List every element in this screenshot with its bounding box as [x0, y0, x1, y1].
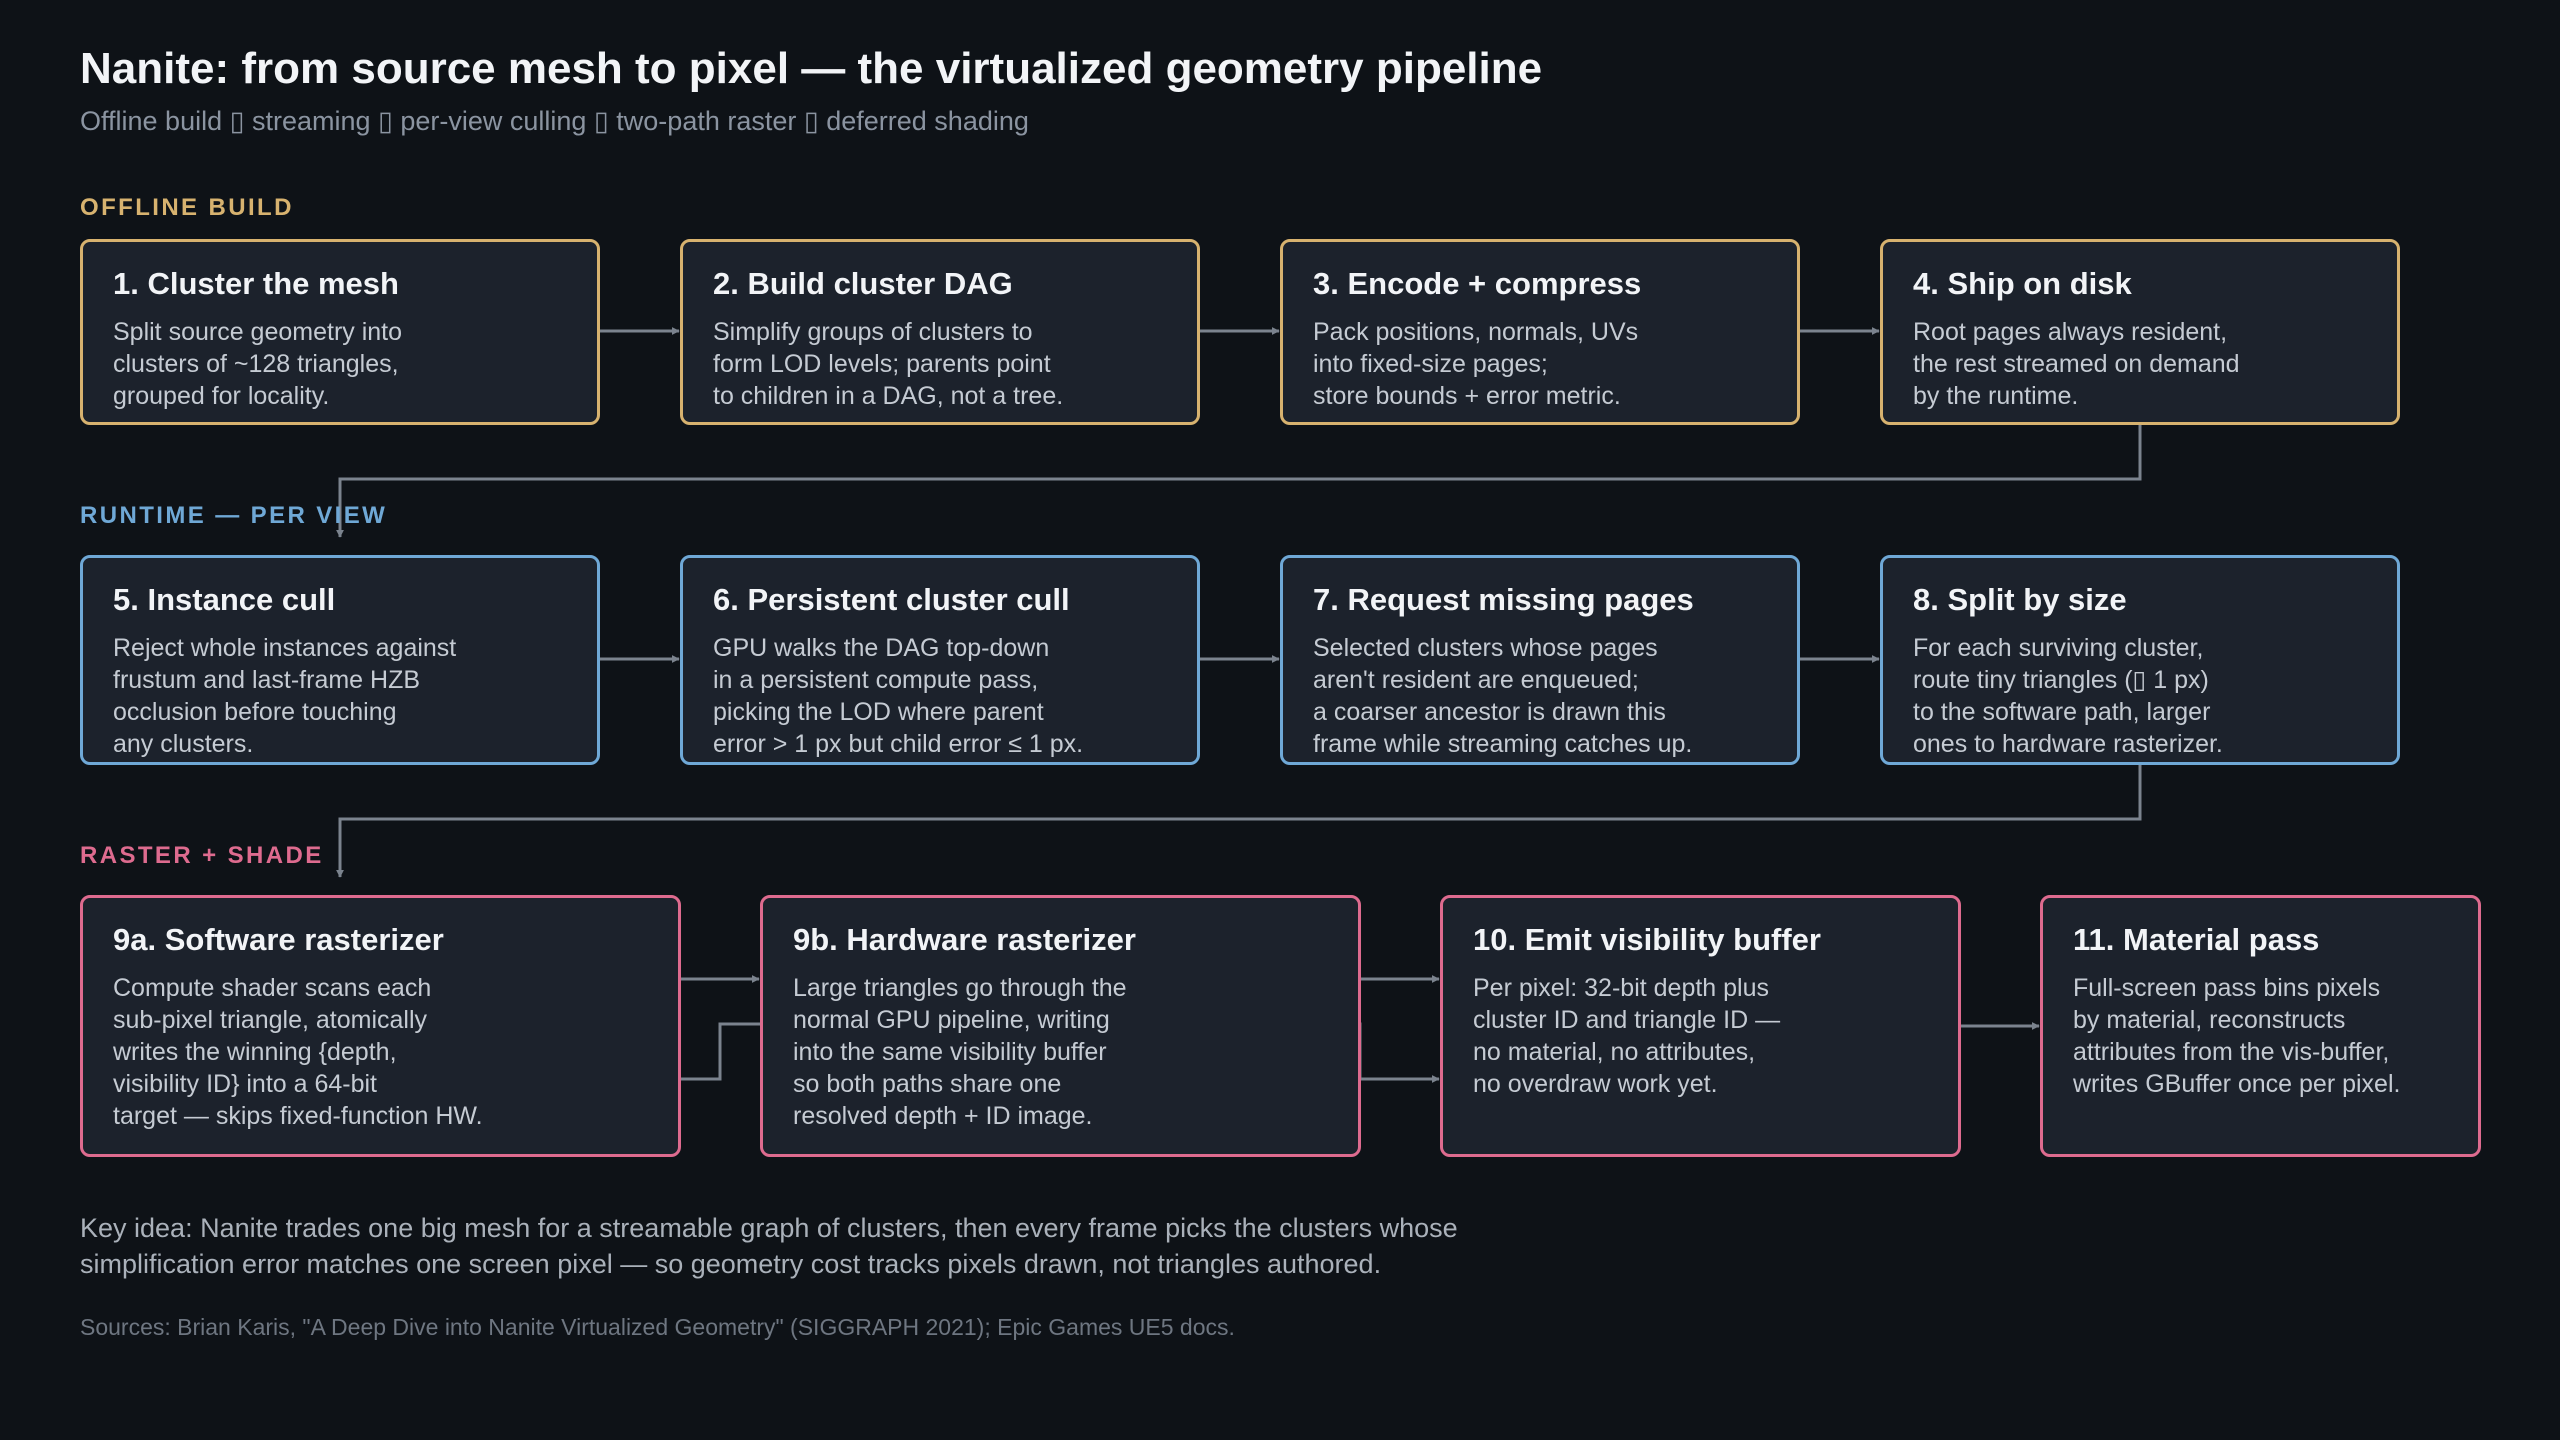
node-title: 7. Request missing pages — [1313, 582, 1694, 617]
node-title: 8. Split by size — [1913, 582, 2127, 617]
node-body: Reject whole instances against frustum a… — [113, 634, 457, 758]
node-request-missing-pages: 7. Request missing pages Selected cluste… — [1280, 555, 1800, 765]
node-title: 10. Emit visibility buffer — [1473, 922, 1821, 957]
node-persistent-cluster-cull: 6. Persistent cluster cull GPU walks the… — [680, 555, 1200, 765]
node-body: Pack positions, normals, UVs into fixed-… — [1313, 318, 1639, 410]
node-body: Split source geometry into clusters of ~… — [113, 318, 403, 410]
node-title: 6. Persistent cluster cull — [713, 582, 1070, 617]
node-emit-visibility-buffer: 10. Emit visibility buffer Per pixel: 32… — [1440, 895, 1961, 1157]
node-body: Simplify groups of clusters to form LOD … — [713, 318, 1064, 410]
node-title: 2. Build cluster DAG — [713, 266, 1013, 301]
node-title: 9a. Software rasterizer — [113, 922, 444, 957]
node-title: 4. Ship on disk — [1913, 266, 2132, 301]
key-idea-note: Key idea: Nanite trades one big mesh for… — [80, 1213, 1458, 1279]
node-body: Selected clusters whose pages aren't res… — [1313, 634, 1693, 758]
node-instance-cull: 5. Instance cull Reject whole instances … — [80, 555, 600, 765]
section-runtime-per-view: RUNTIME — PER VIEW — [80, 502, 388, 529]
node-split-by-size: 8. Split by size For each surviving clus… — [1880, 555, 2400, 765]
sources-note: Sources: Brian Karis, "A Deep Dive into … — [80, 1314, 1235, 1340]
node-body: Full-screen pass bins pixels by material… — [2073, 974, 2401, 1098]
node-title: 5. Instance cull — [113, 582, 336, 617]
node-title: 3. Encode + compress — [1313, 266, 1642, 301]
node-title: 1. Cluster the mesh — [113, 266, 399, 301]
node-body: Per pixel: 32-bit depth plus cluster ID … — [1473, 974, 1781, 1098]
node-material-pass: 11. Material pass Full-screen pass bins … — [2040, 895, 2481, 1157]
node-body: Compute shader scans each sub-pixel tria… — [113, 974, 483, 1130]
node-cluster-the-mesh: 1. Cluster the mesh Split source geometr… — [80, 239, 600, 425]
node-hardware-rasterizer: 9b. Hardware rasterizer Large triangles … — [760, 895, 1361, 1157]
node-body: For each surviving cluster, route tiny t… — [1913, 634, 2223, 758]
page-subtitle: Offline build ▯ streaming ▯ per-view cul… — [80, 106, 1029, 136]
node-ship-on-disk: 4. Ship on disk Root pages always reside… — [1880, 239, 2400, 425]
section-raster-shade: RASTER + SHADE — [80, 842, 324, 869]
node-encode-compress: 3. Encode + compress Pack positions, nor… — [1280, 239, 1800, 425]
node-title: 11. Material pass — [2073, 922, 2320, 957]
node-body: Root pages always resident, the rest str… — [1913, 318, 2240, 410]
node-software-rasterizer: 9a. Software rasterizer Compute shader s… — [80, 895, 681, 1157]
edge-n8-n9a — [336, 765, 2142, 878]
node-body: GPU walks the DAG top-down in a persiste… — [713, 634, 1084, 758]
node-build-cluster-dag: 2. Build cluster DAG Simplify groups of … — [680, 239, 1200, 425]
node-title: 9b. Hardware rasterizer — [793, 922, 1136, 957]
node-body: Large triangles go through the normal GP… — [793, 974, 1127, 1130]
section-offline-build: OFFLINE BUILD — [80, 194, 294, 221]
edge-n4-n5 — [336, 425, 2142, 538]
page-title: Nanite: from source mesh to pixel — the … — [80, 44, 1543, 93]
